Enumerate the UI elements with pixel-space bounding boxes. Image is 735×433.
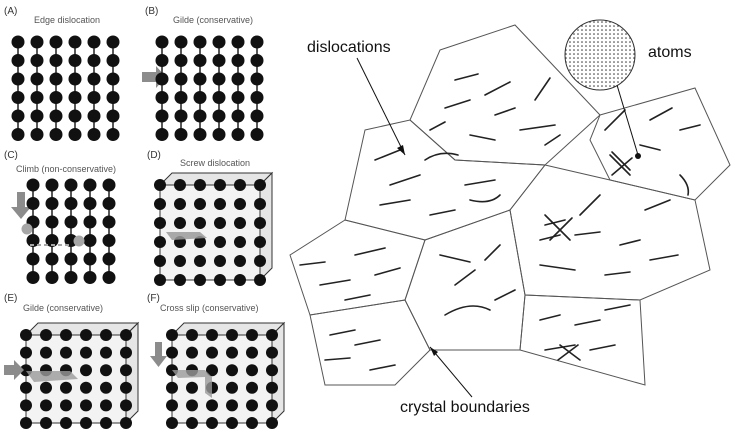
panel-e-title: Gilde (conservative) <box>23 303 103 313</box>
label-dislocations: dislocations <box>307 39 391 56</box>
panel-f-title: Cross slip (conservative) <box>160 303 259 313</box>
leader-crystal-boundaries-arrow-icon <box>430 347 438 356</box>
panel-d-letter: (D) <box>147 150 161 161</box>
panel-a: (A) Edge dislocation <box>4 6 120 141</box>
atoms-circle <box>564 19 636 91</box>
grain-4 <box>509 164 711 301</box>
panel-a-letter: (A) <box>4 6 17 17</box>
panel-f-letter: (F) <box>147 293 160 304</box>
panel-d-title: Screw dislocation <box>180 158 250 168</box>
leader-dislocations-arrow-icon <box>397 145 405 155</box>
leader-atoms <box>616 84 639 156</box>
label-crystal-boundaries: crystal boundaries <box>400 399 530 416</box>
panel-f-cross-slip-plane <box>172 370 212 398</box>
panel-c-lattice <box>26 178 116 284</box>
panel-d-slip-arrow-icon <box>166 232 207 240</box>
polycrystal-grains <box>289 24 731 386</box>
panel-e-letter: (E) <box>4 293 17 304</box>
grain-3 <box>344 119 546 241</box>
panel-b-letter: (B) <box>145 6 158 17</box>
panel-a-lattice <box>11 35 120 141</box>
label-atoms: atoms <box>648 44 692 61</box>
panel-b-title: Gilde (conservative) <box>173 15 253 25</box>
panel-b: (B) Gilde (conservative) <box>142 6 264 141</box>
grain-7 <box>309 299 431 386</box>
grain-6 <box>404 209 526 351</box>
grain-8 <box>519 294 646 386</box>
annotations: dislocations atoms crystal boundaries <box>307 39 692 416</box>
panel-c-vacancy-1 <box>21 223 33 235</box>
panel-d-cube <box>154 171 274 286</box>
panel-f-arrow-icon <box>150 342 167 367</box>
leader-dislocations <box>356 57 406 156</box>
panel-a-title: Edge dislocation <box>34 15 100 25</box>
panel-b-lattice <box>155 35 264 141</box>
leader-crystal-boundaries <box>429 346 473 398</box>
dislocation-panels: (A) Edge dislocation (B) Gilde (conserva… <box>4 6 286 429</box>
panel-c: (C) Climb (non-conservative) <box>4 150 116 284</box>
dislocation-lines <box>299 73 701 371</box>
panel-d: (D) Screw dislocation <box>147 150 274 286</box>
grain-2 <box>589 87 731 201</box>
panel-e: (E) Gilde (conservative) <box>4 293 140 429</box>
panel-f-cube <box>166 321 286 429</box>
atom-marker-icon <box>635 153 641 159</box>
atoms-magnifier <box>564 19 636 91</box>
panel-c-letter: (C) <box>4 150 18 161</box>
panel-f: (F) Cross slip (conservative) <box>147 293 286 429</box>
panel-e-arrow-icon <box>4 360 24 380</box>
crossing-dislocations <box>544 154 633 361</box>
panel-e-slip-plane <box>26 371 78 382</box>
panel-c-title: Climb (non-conservative) <box>16 164 116 174</box>
panel-c-vacancy-2 <box>73 235 85 247</box>
grain-5 <box>289 219 426 316</box>
panel-c-arrow-icon <box>11 192 31 219</box>
